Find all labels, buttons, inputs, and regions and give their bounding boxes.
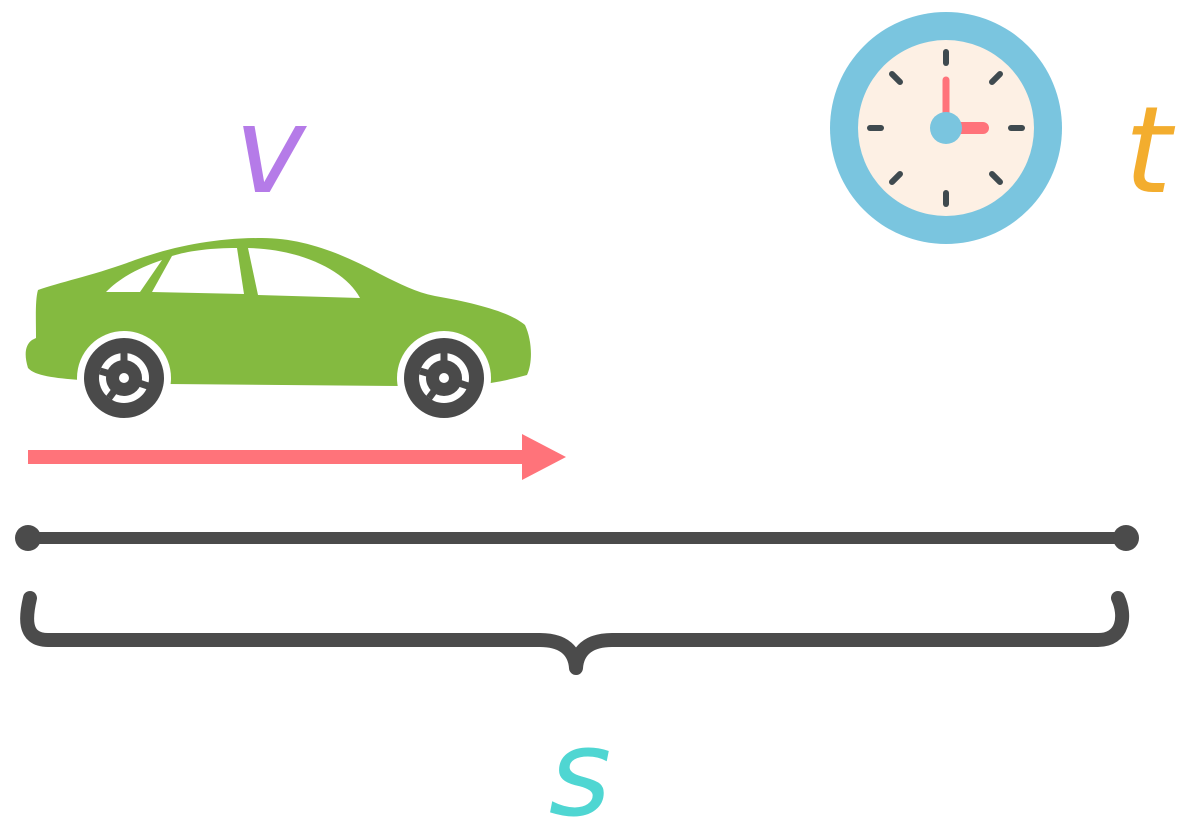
time-label: t <box>1124 82 1175 221</box>
clock-icon <box>830 12 1062 244</box>
front-wheel <box>404 338 484 418</box>
velocity-label: v <box>234 82 307 221</box>
velocity-arrow <box>28 434 566 480</box>
distance-label: s <box>549 705 612 829</box>
segment-end-point <box>1113 525 1139 551</box>
car-icon <box>26 238 531 425</box>
rear-wheel <box>84 338 164 418</box>
clock-center <box>930 112 962 144</box>
segment-start-point <box>15 525 41 551</box>
distance-brace <box>27 598 1122 668</box>
distance-segment <box>15 525 1139 551</box>
